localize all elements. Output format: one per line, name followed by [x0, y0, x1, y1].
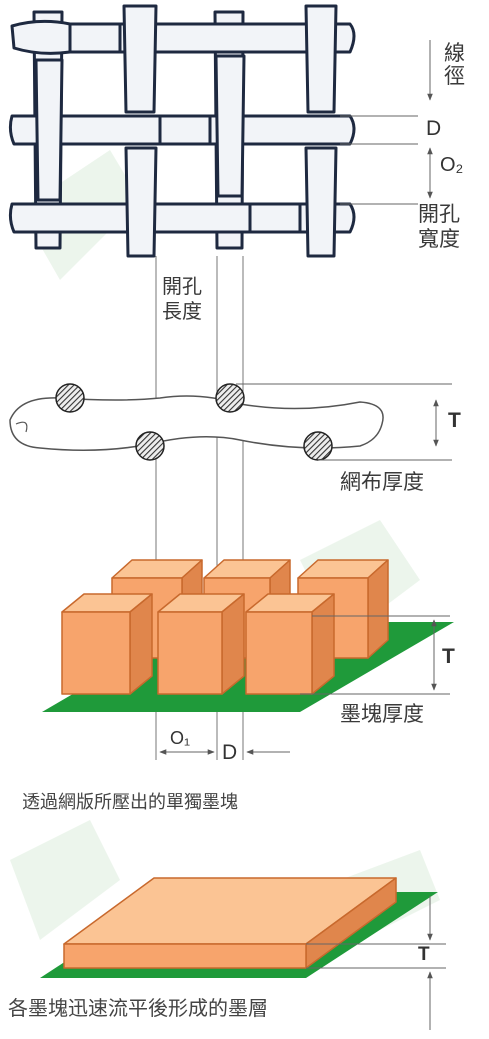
- cloth-dimension-lines: [236, 383, 452, 461]
- layer-dimension-lines: [306, 896, 446, 1030]
- cloth-fiber: [9, 395, 384, 451]
- o2-symbol: O₂: [440, 154, 464, 176]
- wire-section-1: [55, 383, 85, 413]
- layer-t-symbol: T: [418, 944, 430, 965]
- mesh-d-symbol: D: [426, 117, 442, 140]
- mesh-cloth-section: [9, 383, 384, 461]
- ink-blocks: [61, 559, 389, 695]
- deposit-t-symbol: T: [442, 645, 455, 668]
- horizontal-wire-overlaps: [68, 22, 302, 234]
- opening-width-label: 開孔 寬度: [418, 202, 460, 251]
- ink-layer-caption: 各墨塊迅速流平後形成的墨層: [8, 996, 268, 1020]
- vertical-wires-front: [34, 4, 338, 258]
- wire-section-2: [215, 383, 245, 413]
- ink-deposit-section: [42, 559, 454, 712]
- mesh-dimension-lines: [340, 40, 433, 205]
- cloth-t-symbol: T: [448, 409, 461, 432]
- opening-length-label: 開孔 長度: [160, 274, 204, 324]
- ink-block-front-2: [157, 593, 245, 695]
- wire-section-4: [303, 431, 333, 461]
- woven-mesh: [8, 4, 356, 258]
- deposit-dimension-lines: [159, 615, 450, 755]
- ink-block-front-1: [61, 593, 153, 695]
- ink-layer-front: [63, 943, 307, 969]
- deposit-d-symbol: D: [222, 741, 238, 764]
- mesh-thickness-label: 網布厚度: [340, 470, 424, 494]
- individual-blocks-caption: 透過網版所壓出的單獨墨塊: [22, 792, 238, 813]
- background-watermark: [10, 150, 440, 940]
- wire-section-3: [135, 431, 165, 461]
- ink-layer-section: [40, 877, 438, 978]
- ink-block-front-3: [245, 593, 335, 695]
- ink-block-thickness-label: 墨塊厚度: [340, 702, 424, 726]
- o1-symbol: O₁: [170, 728, 191, 748]
- wire-diameter-label: 線徑: [444, 41, 465, 88]
